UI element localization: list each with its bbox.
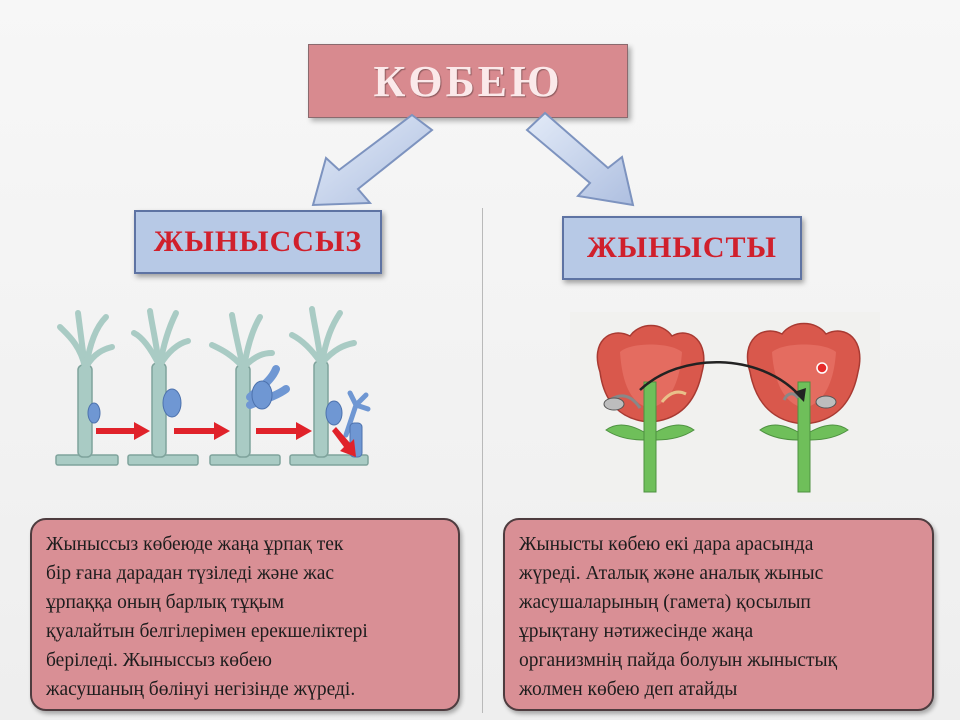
asexual-description-box: Жыныссыз көбеюде жаңа ұрпақ тек бір ғана… <box>30 518 460 711</box>
sexual-description-box: Жынысты көбею екі дара арасында жүреді. … <box>503 518 934 711</box>
sexual-description-line: Жынысты көбею екі дара арасында <box>519 534 814 555</box>
diagram-title: КӨБЕЮ <box>373 56 563 106</box>
sexual-description-line: организмнің пайда болуын жыныстық <box>519 650 838 671</box>
asexual-description-line: ұрпаққа оның барлық тұқым <box>46 592 285 613</box>
title-box: КӨБЕЮ <box>308 44 628 118</box>
sexual-description-line: ұрықтану нәтижесінде жаңа <box>519 621 754 642</box>
asexual-description-line: жасушаның бөлінуі негізінде жүреді. <box>46 679 356 700</box>
asexual-description-line: беріледі. Жыныссыз көбею <box>46 650 272 671</box>
sexual-description-line: жүреді. Аталық және аналық жыныс <box>519 563 824 584</box>
sexual-description-line: жолмен көбею деп атайды <box>519 679 738 700</box>
center-divider <box>482 208 483 713</box>
flower-pollination-illustration <box>570 312 880 502</box>
asexual-description-line: бір ғана дарадан түзіледі және жас <box>46 563 335 584</box>
hydra-budding-illustration <box>55 306 371 466</box>
sexual-category-box: ЖЫНЫСТЫ <box>562 216 802 280</box>
asexual-label: ЖЫНЫССЫЗ <box>153 225 363 258</box>
asexual-category-box: ЖЫНЫССЫЗ <box>134 210 382 274</box>
sexual-label: ЖЫНЫСТЫ <box>586 231 778 264</box>
asexual-description-line: Жыныссыз көбеюде жаңа ұрпақ тек <box>46 534 344 555</box>
sexual-description-line: жасушаларының (гамета) қосылып <box>519 592 811 613</box>
asexual-description-line: қуалайтын белгілерімен ерекшеліктері <box>46 621 368 642</box>
